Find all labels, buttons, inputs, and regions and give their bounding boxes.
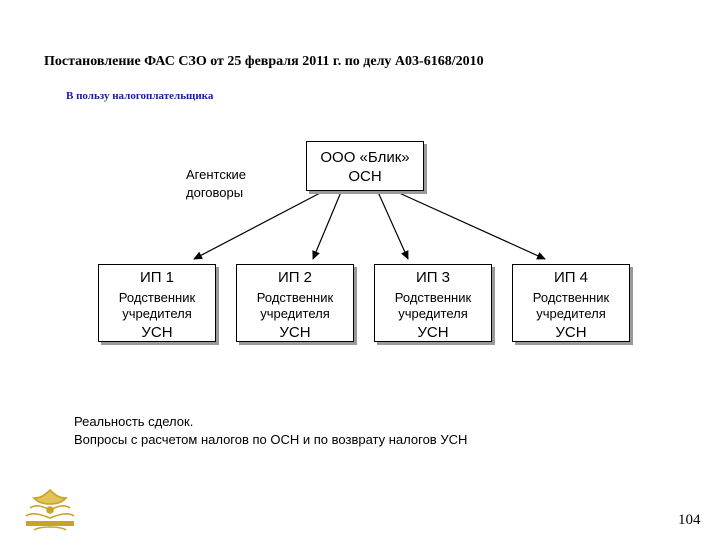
agent-label-line2: договоры [186, 185, 244, 200]
ip-tax: УСН [279, 324, 311, 341]
ip-name: ИП 3 [415, 269, 451, 286]
main-entity-name: ООО «Блик» [320, 149, 410, 166]
ip-name: ИП 2 [277, 269, 313, 286]
main-entity-tax: ОСН [348, 168, 382, 185]
gold-ornament-logo-icon [25, 488, 75, 531]
ip-relation-line1: Родственник [532, 290, 610, 305]
arrow-to-ip1 [193, 191, 323, 260]
ip-tax: УСН [417, 324, 449, 341]
arrow-to-ip2 [312, 191, 342, 260]
ip-relation-line1: Родственник [394, 290, 472, 305]
ip-relation-line2: учредителя [398, 306, 468, 321]
ip-tax: УСН [141, 324, 173, 341]
ip-box-1: ИП 1 Родственник учредителя УСН [98, 264, 216, 342]
agent-label-line1: Агентские [186, 167, 247, 182]
ip-relation-line2: учредителя [122, 306, 192, 321]
arrow-to-ip3 [377, 191, 409, 260]
note-line2: Вопросы с расчетом налогов по ОСН и по в… [74, 432, 468, 447]
ip-tax: УСН [555, 324, 587, 341]
page-title: Постановление ФАС СЗО от 25 февраля 2011… [44, 54, 484, 69]
ip-box-4: ИП 4 Родственник учредителя УСН [512, 264, 630, 342]
arrow-to-ip4 [396, 191, 546, 260]
ip-name: ИП 4 [553, 269, 589, 286]
agent-contracts-label: Агентские договоры [186, 166, 246, 202]
ip-relation-line2: учредителя [536, 306, 606, 321]
ip-relation-line2: учредителя [260, 306, 330, 321]
ip-name: ИП 1 [139, 269, 175, 286]
note-line1: Реальность сделок. [74, 414, 194, 429]
note-text: Реальность сделок. Вопросы с расчетом на… [74, 413, 467, 449]
page-number: 104 [678, 512, 701, 528]
ip-relation-line1: Родственник [118, 290, 196, 305]
page-subtitle: В пользу налогоплательщика [66, 90, 214, 102]
main-entity-box: ООО «Блик» ОСН [306, 141, 424, 191]
ip-box-3: ИП 3 Родственник учредителя УСН [374, 264, 492, 342]
ip-relation-line1: Родственник [256, 290, 334, 305]
ip-box-2: ИП 2 Родственник учредителя УСН [236, 264, 354, 342]
